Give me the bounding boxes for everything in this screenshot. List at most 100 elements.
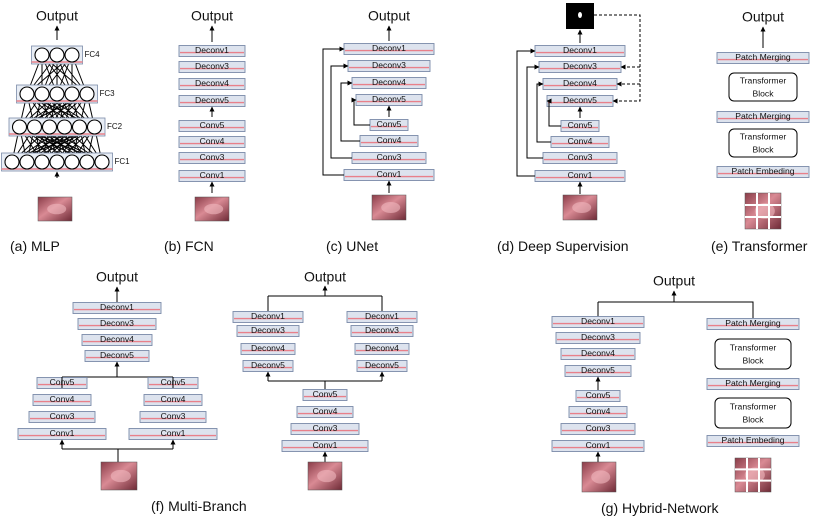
deconv3-label: Deconv3 (100, 318, 134, 328)
block-body (290, 423, 360, 435)
block-body (236, 325, 300, 337)
deconv1-block: Deconv1 (178, 45, 246, 57)
deconv3-label: Deconv3 (563, 61, 597, 71)
output-label: Output (96, 269, 138, 285)
output-label: Output (36, 8, 78, 24)
block-body (555, 332, 641, 344)
conv3-label: Conv3 (586, 423, 611, 433)
mlp-neuron (86, 119, 103, 135)
block-body (716, 52, 810, 64)
block-body (346, 311, 418, 323)
conv4-block: Conv4 (143, 394, 203, 406)
block-body (706, 318, 800, 330)
deconv4-label: Deconv4 (100, 334, 134, 344)
mlp-neuron (64, 86, 80, 102)
block-body (575, 390, 621, 402)
conv3-label: Conv3 (377, 152, 402, 162)
conv1-block: Conv1 (17, 428, 107, 440)
skip-connection (526, 64, 543, 159)
deconv5-block: Deconv5 (178, 95, 246, 107)
skip-connection (340, 80, 360, 142)
conv5-label: Conv5 (586, 390, 611, 400)
deconv1-block: Deconv1 (534, 45, 626, 57)
deconv4-label: Deconv4 (251, 343, 285, 353)
conv3-block: Conv3 (351, 152, 427, 164)
deconv4-block: Deconv4 (542, 78, 618, 90)
patch-embedding-label: Patch Embeding (731, 166, 794, 176)
block-body (28, 411, 96, 423)
deconv1-block: Deconv1 (232, 311, 304, 323)
conv4-label: Conv4 (586, 406, 611, 416)
deconv4-label: Deconv4 (563, 78, 597, 88)
conv3-label: Conv3 (313, 423, 338, 433)
mlp-neuron (41, 119, 58, 135)
conv5-label: Conv5 (568, 120, 593, 130)
deconv3-block: Deconv3 (555, 332, 641, 344)
patch-merging-block: Patch Merging (706, 318, 800, 330)
image-lesion (381, 202, 401, 213)
deconv3-block: Deconv3 (236, 325, 300, 337)
block-body (560, 348, 636, 360)
deconv4-label: Deconv4 (581, 348, 615, 358)
conv3-block: Conv3 (139, 411, 207, 423)
patch-merging-label: Patch Merging (725, 318, 781, 328)
conv3-block: Conv3 (28, 411, 96, 423)
deconv4-label: Deconv4 (372, 77, 406, 87)
deconv5-block: Deconv5 (546, 95, 614, 107)
mlp-neuron (79, 154, 95, 170)
transformer-block-label-line2: Block (752, 88, 774, 98)
deconv3-block: Deconv3 (178, 61, 246, 73)
conv3-block: Conv3 (290, 423, 360, 435)
conv4-block: Conv4 (296, 406, 354, 418)
patch-embedding-label: Patch Embeding (721, 435, 784, 445)
transformer-block (714, 338, 792, 370)
block-body (568, 406, 628, 418)
conv3-block: Conv3 (542, 152, 618, 164)
deconv3-label: Deconv3 (581, 332, 615, 342)
deconv5-label: Deconv5 (100, 350, 134, 360)
block-body (178, 45, 246, 57)
caption-b: (b) FCN (164, 238, 214, 254)
caption-a: (a) MLP (10, 238, 60, 254)
mlp-layer-label: FC4 (85, 50, 101, 59)
deconv5-block: Deconv5 (84, 350, 150, 362)
image-lesion (204, 203, 224, 215)
output-label: Output (368, 8, 410, 24)
block-body (139, 411, 207, 423)
block-body (232, 311, 304, 323)
conv1-label: Conv1 (568, 170, 593, 180)
block-body (706, 378, 800, 390)
deconv5-label: Deconv5 (365, 360, 399, 370)
conv4-block: Conv4 (359, 135, 419, 147)
skip-connection (322, 46, 345, 176)
mlp-layer-label: FC3 (100, 89, 116, 98)
conv1-label: Conv1 (313, 440, 338, 450)
deconv5-label: Deconv5 (251, 360, 285, 370)
patch-embedding-block: Patch Embeding (706, 435, 800, 447)
conv3-label: Conv3 (568, 152, 593, 162)
deconv1-label: Deconv1 (251, 311, 285, 321)
deconv3-block: Deconv3 (350, 325, 414, 337)
block-body (706, 435, 800, 447)
block-body (178, 78, 246, 90)
conv4-label: Conv4 (313, 406, 338, 416)
block-body (350, 325, 414, 337)
block-body (178, 136, 246, 148)
conv5-block: Conv5 (178, 120, 246, 132)
patch-embedding-block: Patch Embeding (716, 166, 810, 178)
conv1-block: Conv1 (281, 440, 369, 452)
conv3-block: Conv3 (560, 423, 636, 435)
mlp-layer-label: FC2 (107, 122, 123, 131)
mlp-neuron (34, 47, 50, 63)
conv1-block: Conv1 (343, 169, 435, 181)
deconv3-label: Deconv3 (372, 60, 406, 70)
image-lesion (572, 202, 592, 213)
deconv5-label: Deconv5 (372, 94, 406, 104)
conv4-label: Conv4 (200, 136, 225, 146)
patch-merging-label: Patch Merging (725, 378, 781, 388)
conv5-block: Conv5 (369, 119, 409, 131)
image-lesion (591, 470, 611, 484)
conv4-label: Conv4 (377, 135, 402, 145)
transformer-block-label-line2: Block (742, 355, 764, 365)
